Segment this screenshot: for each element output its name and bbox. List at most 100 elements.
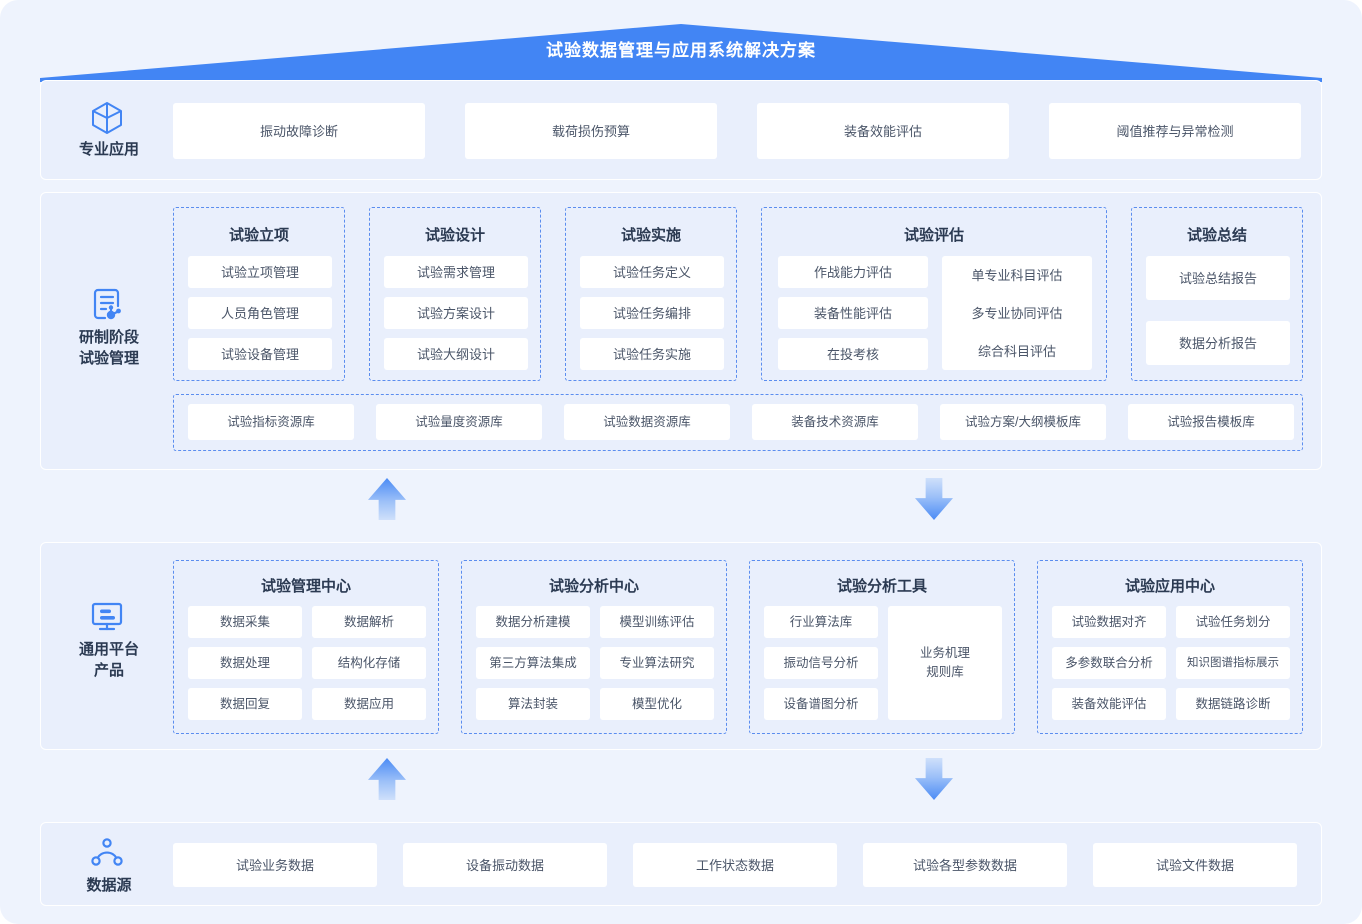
arrow-down-icon <box>915 758 953 800</box>
merged-line: 多专业协同评估 <box>971 305 1063 321</box>
group-test-analysis-center: 试验分析中心 数据分析建模 模型训练评估 第三方算法集成 专业算法研究 算法封装… <box>461 560 727 734</box>
group-test-application-center: 试验应用中心 试验数据对齐 试验任务划分 多参数联合分析 知识图谱指标展示 装备… <box>1037 560 1303 734</box>
group-item[interactable]: 模型训练评估 <box>600 606 714 638</box>
arrow-up-icon <box>368 478 406 520</box>
group-title: 试验总结 <box>1186 227 1247 244</box>
page-title: 试验数据管理与应用系统解决方案 <box>546 41 816 60</box>
group-item[interactable]: 试验任务编排 <box>580 297 724 329</box>
merged-line: 综合科目评估 <box>977 343 1056 359</box>
group-test-management-center: 试验管理中心 数据采集 数据解析 数据处理 结构化存储 数据回复 数据应用 <box>173 560 439 734</box>
band-label-common-platform: 通用平台 产品 <box>41 639 177 681</box>
group-item[interactable]: 试验总结报告 <box>1146 256 1290 300</box>
data-source-card[interactable]: 试验业务数据 <box>173 843 377 887</box>
group-item[interactable]: 试验需求管理 <box>384 256 528 288</box>
group-item[interactable]: 数据分析报告 <box>1146 321 1290 365</box>
data-source-card[interactable]: 工作状态数据 <box>633 843 837 887</box>
cube-wireframe-icon <box>88 99 126 137</box>
group-item[interactable]: 试验大纲设计 <box>384 338 528 370</box>
group-title: 试验评估 <box>903 227 964 244</box>
group-item[interactable]: 第三方算法集成 <box>476 647 590 679</box>
band-label-data-sources: 数据源 <box>86 877 132 894</box>
group-title: 试验分析中心 <box>548 578 639 595</box>
group-test-evaluation: 试验评估 作战能力评估 装备性能评估 在投考核 单专业科目评估 多专业协同评估 … <box>761 207 1107 381</box>
group-item[interactable]: 人员角色管理 <box>188 297 332 329</box>
band-data-sources: 数据源 试验业务数据 设备振动数据 工作状态数据 试验各型参数数据 试验文件数据 <box>40 822 1322 906</box>
band-label-line1: 通用平台 <box>78 641 139 658</box>
group-item[interactable]: 行业算法库 <box>764 606 878 638</box>
group-item[interactable]: 模型优化 <box>600 688 714 720</box>
band-label-professional-applications: 专业应用 <box>78 141 139 158</box>
band-development-stage-test-management: 研制阶段 试验管理 试验立项 试验立项管理 人员角色管理 试验设备管理 试验设计… <box>40 192 1322 470</box>
arrow-row-upper: 业务应用定制开发 通用组件反哺 <box>0 474 1362 536</box>
group-item[interactable]: 数据分析建模 <box>476 606 590 638</box>
resource-library-card[interactable]: 试验报告模板库 <box>1128 404 1294 440</box>
data-source-card[interactable]: 试验各型参数数据 <box>863 843 1067 887</box>
data-source-card[interactable]: 设备振动数据 <box>403 843 607 887</box>
arrow-down-icon <box>915 478 953 520</box>
merged-line: 规则库 <box>926 665 964 679</box>
group-item[interactable]: 装备效能评估 <box>1052 688 1166 720</box>
group-item[interactable]: 多参数联合分析 <box>1052 647 1166 679</box>
document-graph-icon <box>87 285 127 325</box>
network-node-icon <box>89 835 125 871</box>
band-label-line2: 产品 <box>93 662 124 679</box>
group-title: 试验设计 <box>424 227 485 244</box>
group-title: 试验实施 <box>620 227 681 244</box>
group-item[interactable]: 试验任务定义 <box>580 256 724 288</box>
monitor-icon <box>88 597 126 635</box>
group-resource-libraries: 试验指标资源库 试验量度资源库 试验数据资源库 装备技术资源库 试验方案/大纲模… <box>173 394 1303 451</box>
band-label-development-stage: 研制阶段 试验管理 <box>41 327 177 369</box>
merged-line: 业务机理 <box>919 646 970 660</box>
group-test-summary: 试验总结 试验总结报告 数据分析报告 <box>1131 207 1303 381</box>
group-item[interactable]: 数据回复 <box>188 688 302 720</box>
app-card[interactable]: 振动故障诊断 <box>173 103 425 159</box>
group-merged-box[interactable]: 业务机理 规则库 <box>888 606 1002 720</box>
group-item[interactable]: 装备性能评估 <box>778 297 928 329</box>
group-item[interactable]: 数据处理 <box>188 647 302 679</box>
arrow-row-lower: 数据传输 数据补充 <box>0 756 1362 816</box>
group-item[interactable]: 结构化存储 <box>312 647 426 679</box>
group-item[interactable]: 数据采集 <box>188 606 302 638</box>
group-item[interactable]: 数据应用 <box>312 688 426 720</box>
group-item[interactable]: 试验任务划分 <box>1176 606 1290 638</box>
group-item[interactable]: 试验设备管理 <box>188 338 332 370</box>
data-source-card[interactable]: 试验文件数据 <box>1093 843 1297 887</box>
group-test-initiation: 试验立项 试验立项管理 人员角色管理 试验设备管理 <box>173 207 345 381</box>
group-item[interactable]: 在投考核 <box>778 338 928 370</box>
group-title: 试验立项 <box>228 227 289 244</box>
resource-library-card[interactable]: 试验数据资源库 <box>564 404 730 440</box>
group-item[interactable]: 振动信号分析 <box>764 647 878 679</box>
group-item[interactable]: 作战能力评估 <box>778 256 928 288</box>
header-banner: 试验数据管理与应用系统解决方案 <box>0 0 1362 82</box>
group-item[interactable]: 算法封装 <box>476 688 590 720</box>
group-title: 试验管理中心 <box>260 578 351 595</box>
resource-library-card[interactable]: 试验方案/大纲模板库 <box>940 404 1106 440</box>
merged-line: 单专业科目评估 <box>971 267 1063 283</box>
group-item[interactable]: 试验数据对齐 <box>1052 606 1166 638</box>
group-item[interactable]: 专业算法研究 <box>600 647 714 679</box>
group-item[interactable]: 试验立项管理 <box>188 256 332 288</box>
app-card[interactable]: 装备效能评估 <box>757 103 1009 159</box>
group-item[interactable]: 数据解析 <box>312 606 426 638</box>
group-test-design: 试验设计 试验需求管理 试验方案设计 试验大纲设计 <box>369 207 541 381</box>
group-title: 试验分析工具 <box>836 578 927 595</box>
band-label-line1: 研制阶段 <box>78 329 139 346</box>
group-test-analysis-tools: 试验分析工具 行业算法库 振动信号分析 设备谱图分析 业务机理 规则库 <box>749 560 1015 734</box>
band-common-platform-products: 通用平台 产品 试验管理中心 数据采集 数据解析 数据处理 结构化存储 数据回复… <box>40 542 1322 750</box>
group-item[interactable]: 试验任务实施 <box>580 338 724 370</box>
group-merged-box[interactable]: 单专业科目评估 多专业协同评估 综合科目评估 <box>942 256 1092 370</box>
resource-library-card[interactable]: 装备技术资源库 <box>752 404 918 440</box>
group-item[interactable]: 试验方案设计 <box>384 297 528 329</box>
app-card[interactable]: 阈值推荐与异常检测 <box>1049 103 1301 159</box>
arrow-up-icon <box>368 758 406 800</box>
band-label-line2: 试验管理 <box>78 350 139 367</box>
resource-library-card[interactable]: 试验量度资源库 <box>376 404 542 440</box>
group-item[interactable]: 设备谱图分析 <box>764 688 878 720</box>
group-item[interactable]: 数据链路诊断 <box>1176 688 1290 720</box>
resource-library-card[interactable]: 试验指标资源库 <box>188 404 354 440</box>
band-professional-applications: 专业应用 振动故障诊断 载荷损伤预算 装备效能评估 阈值推荐与异常检测 <box>40 80 1322 180</box>
app-card[interactable]: 载荷损伤预算 <box>465 103 717 159</box>
group-title: 试验应用中心 <box>1124 578 1215 595</box>
group-item[interactable]: 知识图谱指标展示 <box>1176 647 1290 679</box>
